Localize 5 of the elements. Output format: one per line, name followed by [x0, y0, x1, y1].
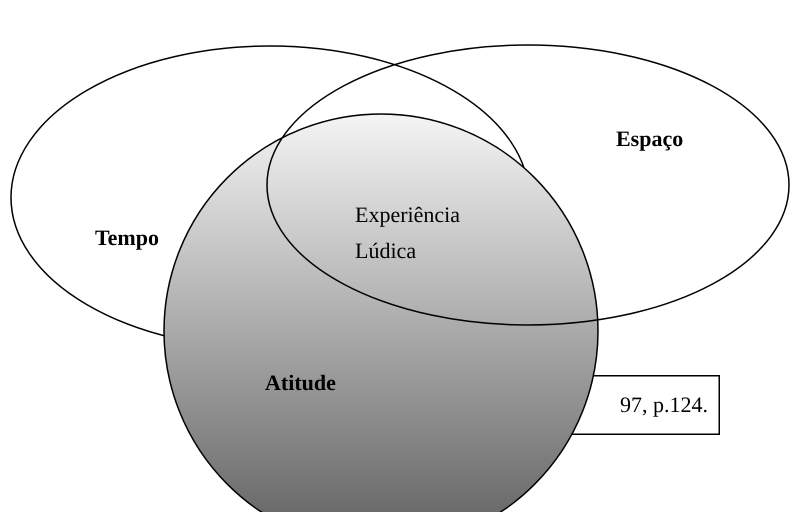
source-citation: 97, p.124.	[620, 392, 708, 418]
set-label: Tempo	[95, 225, 159, 251]
set-label: Espaço	[616, 126, 684, 152]
intersection-label: Experiência Lúdica	[355, 201, 462, 265]
set-label: Atitude	[265, 370, 336, 396]
